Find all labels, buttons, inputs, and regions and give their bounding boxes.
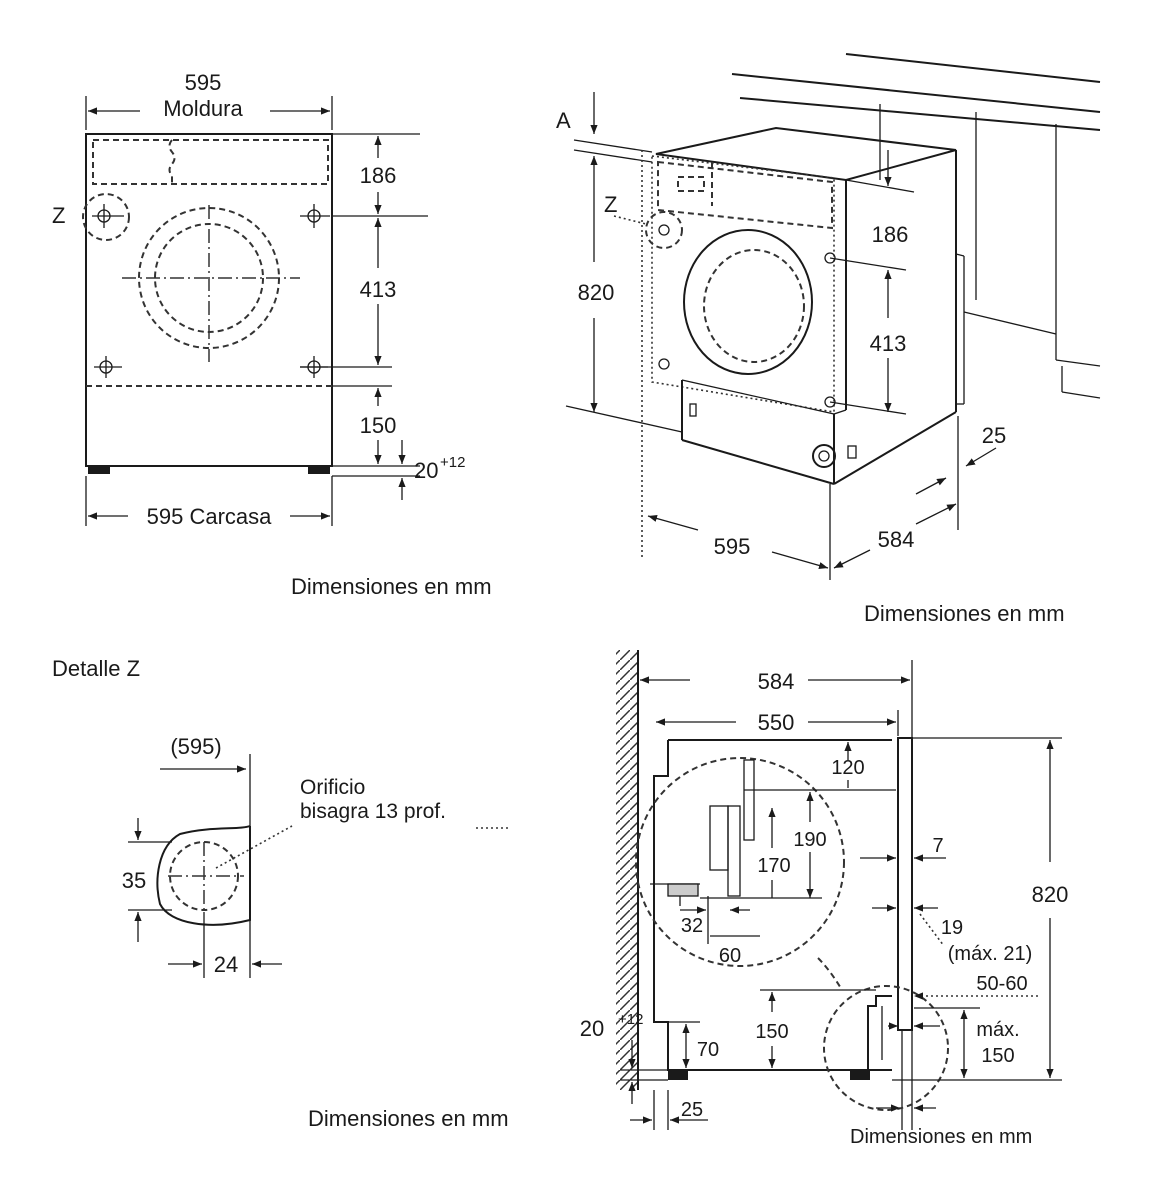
iso-depth-584: 584 xyxy=(878,527,915,552)
side-caption: Dimensiones en mm xyxy=(850,1126,1032,1148)
iso-cabinet xyxy=(731,53,1101,405)
front-cabinet-outline xyxy=(85,133,333,467)
iso-door-outer xyxy=(683,229,813,375)
side-dim-7: 7 xyxy=(932,835,943,857)
detail-z-dim-24: 24 xyxy=(214,952,238,977)
side-dim-19: 19 xyxy=(941,917,963,939)
detail-z-note-line2: bisagra 13 prof. xyxy=(300,800,446,823)
side-door xyxy=(897,737,913,1031)
side-wall-hatch xyxy=(616,650,638,1090)
front-dim-186: 186 xyxy=(360,163,397,188)
iso-gap-25: 25 xyxy=(982,423,1006,448)
front-feet-sup: +12 xyxy=(440,454,465,471)
iso-dim-413: 413 xyxy=(870,331,907,356)
front-width-bottom: 595 Carcasa xyxy=(147,504,273,529)
front-panel-break xyxy=(168,139,176,184)
side-dim-190: 190 xyxy=(793,829,826,851)
detail-z-contour xyxy=(156,825,251,926)
front-width-top-label: Moldura xyxy=(163,96,243,121)
side-feet: 20 xyxy=(580,1016,604,1041)
detail-z-title: Detalle Z xyxy=(52,656,140,681)
side-dim-120: 120 xyxy=(831,757,864,779)
iso-marker-a: A xyxy=(556,108,571,133)
side-hinge-detail-circle xyxy=(635,757,845,967)
detail-z-ref-595: (595) xyxy=(170,734,221,759)
iso-height-820: 820 xyxy=(578,280,615,305)
iso-width-595: 595 xyxy=(714,534,751,559)
side-foot-detail-circle xyxy=(823,985,949,1111)
detail-z-dim-35: 35 xyxy=(122,868,146,893)
front-foot-right xyxy=(308,466,330,474)
side-height-820: 820 xyxy=(1032,882,1069,907)
detail-z-note-line1: Orificio xyxy=(300,776,365,799)
detail-z: Detalle Z (595) Orificio bisagra 13 prof… xyxy=(52,656,509,1131)
side-dim-50-60: 50-60 xyxy=(976,973,1027,995)
detail-z-caption: Dimensiones en mm xyxy=(308,1106,509,1131)
front-mount-holes xyxy=(92,204,330,378)
side-feet-sup: +12 xyxy=(618,1011,643,1028)
front-foot-left xyxy=(88,466,110,474)
front-width-top: 595 xyxy=(185,70,222,95)
side-max-150-label: máx. xyxy=(976,1019,1019,1041)
side-dim-170: 170 xyxy=(757,855,790,877)
side-depth-584: 584 xyxy=(758,669,795,694)
front-dim-413: 413 xyxy=(360,277,397,302)
side-depth-550: 550 xyxy=(758,710,795,735)
side-dim-70: 70 xyxy=(697,1039,719,1061)
front-dim-150: 150 xyxy=(360,413,397,438)
side-dim-25: 25 xyxy=(681,1099,703,1121)
side-dim-60: 60 xyxy=(719,945,741,967)
iso-appliance xyxy=(645,126,957,485)
front-feet: 20 xyxy=(414,458,438,483)
side-max-150-value: 150 xyxy=(981,1045,1014,1067)
front-detail-z-label: Z xyxy=(52,203,65,228)
side-dim-32: 32 xyxy=(681,915,703,937)
iso-view: A Z 820 186 413 595 584 25 xyxy=(556,53,1101,626)
front-view: Z 595 Moldura 186 413 150 20 +12 xyxy=(52,70,492,599)
side-dim-19-max: (máx. 21) xyxy=(948,943,1032,965)
side-dim-150: 150 xyxy=(755,1021,788,1043)
side-view: 584 550 120 190 170 32 60 7 xyxy=(580,650,1069,1148)
front-detail-z-circle xyxy=(82,193,130,241)
iso-caption: Dimensiones en mm xyxy=(864,601,1065,626)
front-caption: Dimensiones en mm xyxy=(291,574,492,599)
iso-detail-z-label: Z xyxy=(604,192,617,217)
iso-dim-186: 186 xyxy=(872,222,909,247)
iso-door-inner xyxy=(703,249,805,363)
front-control-panel xyxy=(92,139,329,185)
